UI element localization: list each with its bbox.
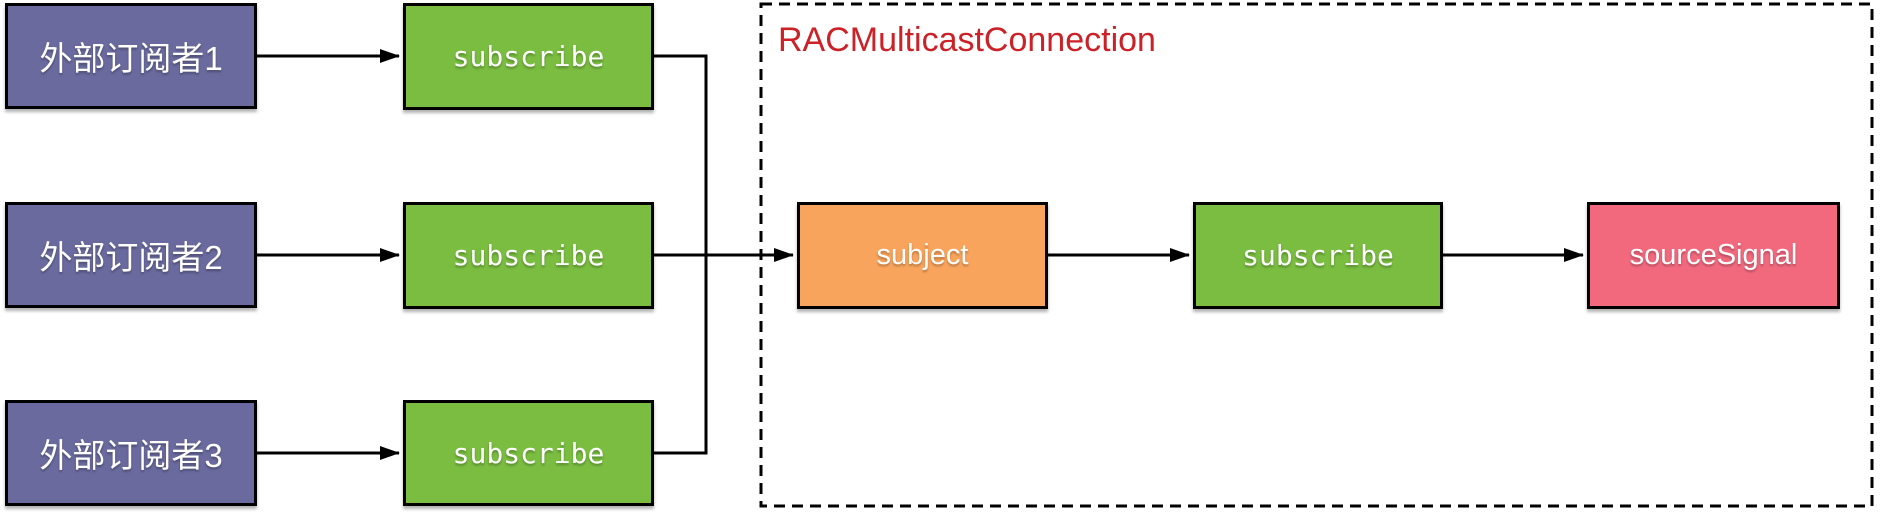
subscribe-2-node: subscribe: [403, 202, 654, 309]
external-subscriber-2-label: 外部订阅者2: [39, 239, 223, 276]
subject-node: subject: [797, 202, 1048, 309]
external-subscriber-1-node: 外部订阅者1: [5, 3, 257, 109]
subscribe-1-label: subscribe: [452, 40, 605, 73]
subscribe-1-node: subscribe: [403, 3, 654, 110]
source-signal-node: sourceSignal: [1587, 202, 1840, 309]
subscribe-inner-label: subscribe: [1242, 239, 1394, 272]
external-subscriber-3-label: 外部订阅者3: [39, 437, 223, 474]
external-subscriber-1-label: 外部订阅者1: [39, 40, 223, 77]
subscribe-3-node: subscribe: [403, 400, 654, 506]
multicast-connection-title: RACMulticastConnection: [778, 21, 1156, 59]
external-subscriber-3-node: 外部订阅者3: [5, 400, 257, 506]
source-signal-label: sourceSignal: [1629, 239, 1798, 271]
subscribe-inner-node: subscribe: [1193, 202, 1443, 309]
subscribe-3-label: subscribe: [452, 436, 605, 470]
subscribe-2-label: subscribe: [452, 239, 605, 272]
external-subscriber-2-node: 外部订阅者2: [5, 202, 257, 308]
subject-label: subject: [876, 239, 969, 271]
